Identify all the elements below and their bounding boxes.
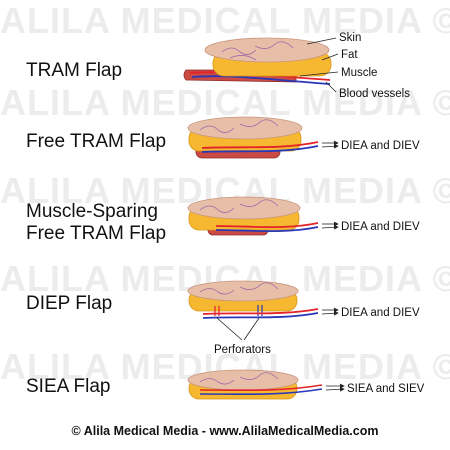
muscle-leader — [299, 71, 339, 77]
subcutaneous-vessels — [221, 41, 294, 61]
siea-flap-illustration: SIEA and SIEV — [187, 369, 425, 400]
subcutaneous-vessels — [199, 119, 279, 133]
skin-layer — [204, 37, 330, 63]
siea-flap-title: SIEA Flap — [26, 376, 111, 397]
subcutaneous-vessels — [199, 199, 279, 213]
title-line-1: Muscle-Sparing — [26, 201, 158, 222]
muscle-sparing-flap-illustration: DIEA and DIEV — [187, 196, 420, 236]
vein-arrow — [321, 310, 339, 316]
vessel-label: DIEA and DIEV — [341, 221, 420, 233]
fat-label: Fat — [341, 49, 358, 61]
skin-layer — [187, 116, 303, 140]
artery — [201, 141, 319, 149]
artery — [215, 222, 319, 229]
free-tram-flap-illustration: DIEA and DIEV — [187, 116, 420, 159]
superficial-artery — [199, 384, 323, 392]
vessel-label: DIEA and DIEV — [341, 307, 420, 319]
vein-arrow — [325, 386, 345, 392]
perforators-label: Perforators — [214, 344, 271, 356]
vessels-leader — [325, 81, 337, 93]
tram-flap-title: TRAM Flap — [26, 60, 123, 81]
skin-label: Skin — [339, 32, 361, 44]
copyright-footer: © Alila Medical Media - www.AlilaMedical… — [71, 424, 379, 438]
tram-flap-illustration: Skin Fat Muscle Blood vessels — [183, 32, 410, 100]
muscle-sparing-free-tram-title: Muscle-Sparing Free TRAM Flap — [26, 201, 166, 246]
skin-layer — [187, 369, 299, 391]
perforator-leader — [216, 317, 243, 341]
vein — [201, 145, 319, 153]
skin-layer — [187, 280, 299, 302]
vein-arrow — [321, 224, 339, 230]
skin-layer — [187, 196, 301, 220]
free-tram-flap-title: Free TRAM Flap — [26, 131, 167, 152]
vessel-label: DIEA and DIEV — [341, 140, 420, 152]
artery — [202, 308, 319, 315]
superficial-vein — [199, 388, 323, 396]
vein — [202, 312, 319, 319]
perforator-leader — [243, 317, 260, 341]
vessel-label: SIEA and SIEV — [347, 383, 425, 395]
skin-leader — [306, 37, 337, 45]
diep-flap-title: DIEP Flap — [26, 293, 113, 314]
subcutaneous-vessels — [199, 372, 279, 385]
vein-arrow — [321, 143, 339, 149]
vein — [215, 226, 319, 233]
blood-vessels-label: Blood vessels — [339, 88, 410, 100]
subcutaneous-vessels — [199, 282, 279, 295]
vein — [191, 75, 331, 85]
muscle-label: Muscle — [341, 67, 377, 79]
diep-flap-illustration: DIEA and DIEV Perforators — [187, 280, 420, 356]
fat-leader — [321, 53, 339, 61]
title-line-2: Free TRAM Flap — [26, 223, 167, 245]
